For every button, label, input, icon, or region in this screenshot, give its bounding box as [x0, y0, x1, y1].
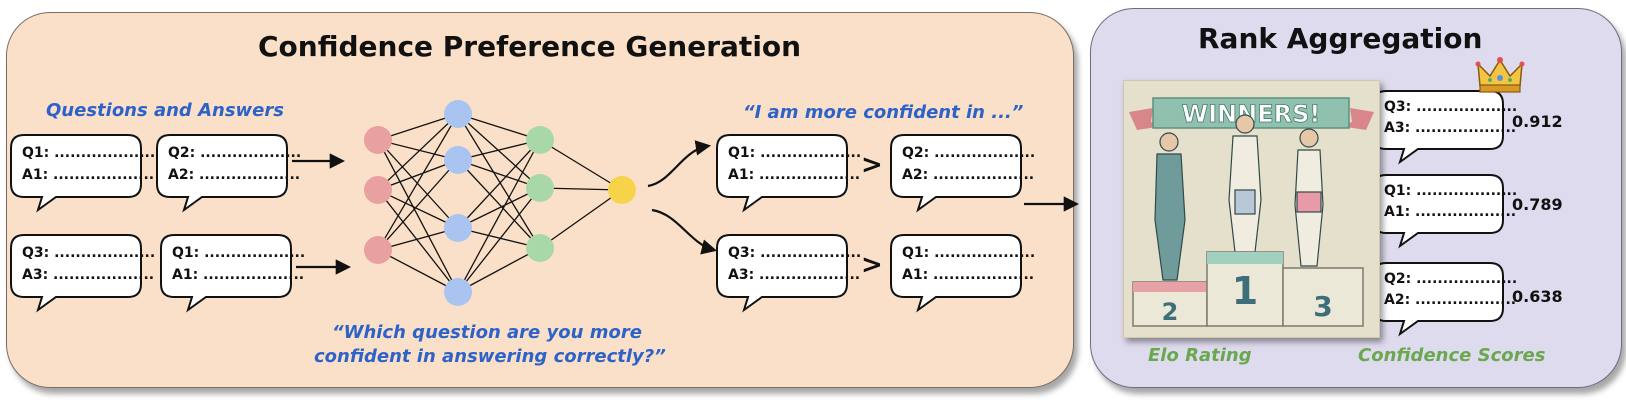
question-text: Q1: ................... — [1384, 183, 1518, 199]
answer-text: A2: ................... — [1384, 292, 1517, 308]
ranked-bubble: Q3: ................... A3: ............… — [1372, 90, 1517, 165]
question-text: Q3: ................... — [22, 245, 156, 261]
speech-bubble-icon — [890, 234, 1022, 313]
answer-text: A3: ................... — [728, 267, 861, 283]
question-text: Q1: ................... — [902, 245, 1036, 261]
answer-text: A1: ................... — [728, 167, 861, 183]
ranked-bubble: Q1: ................... A1: ............… — [1372, 174, 1517, 249]
prompt-question-line2: confident in answering correctly?” — [314, 346, 666, 367]
qa-bubble: Q1: ................... A1: ............… — [10, 134, 155, 213]
answer-text: A1: ................... — [902, 267, 1035, 283]
answer-text: A3: ................... — [22, 267, 155, 283]
question-text: Q2: ................... — [902, 145, 1036, 161]
right-panel-title: Rank Aggregation — [1198, 22, 1483, 55]
qa-bubble: Q2: ................... A2: ............… — [156, 134, 301, 213]
answer-text: A1: ................... — [1384, 204, 1517, 220]
comparison-left-bubble: Q3: ................... A3: ............… — [716, 234, 861, 313]
answer-text: A3: ................... — [1384, 120, 1517, 136]
question-text: Q1: ................... — [22, 145, 156, 161]
greater-than-symbol: > — [861, 150, 883, 180]
crown-icon — [1475, 57, 1525, 93]
prompt-question-line1: “Which question are you more — [332, 322, 642, 343]
comparison-right-bubble: Q1: ................... A1: ............… — [890, 234, 1035, 313]
place-first: 1 — [1232, 269, 1258, 313]
question-text: Q1: ................... — [728, 145, 862, 161]
answer-text: A2: ................... — [168, 167, 301, 183]
speech-bubble-icon — [716, 134, 848, 213]
confidence-score: 0.638 — [1512, 287, 1563, 306]
confidence-score: 0.789 — [1512, 195, 1563, 214]
place-third: 3 — [1313, 290, 1332, 323]
qa-label: Questions and Answers — [46, 100, 284, 121]
podium-illustration: WINNERS! 2 1 3 — [1123, 80, 1380, 338]
question-text: Q1: ................... — [172, 245, 306, 261]
qa-bubble: Q1: ................... A1: ............… — [160, 234, 305, 313]
speech-bubble-icon — [160, 234, 292, 313]
speech-bubble-icon — [716, 234, 848, 313]
greater-than-symbol: > — [861, 250, 883, 280]
confidence-score: 0.912 — [1512, 112, 1563, 131]
elo-rating-label: Elo Rating — [1148, 345, 1252, 366]
comparison-left-bubble: Q1: ................... A1: ............… — [716, 134, 861, 213]
comparison-right-bubble: Q2: ................... A2: ............… — [890, 134, 1035, 213]
question-text: Q2: ................... — [168, 145, 302, 161]
confidence-scores-label: Confidence Scores — [1358, 345, 1546, 366]
qa-bubble: Q3: ................... A3: ............… — [10, 234, 155, 313]
place-second: 2 — [1162, 298, 1179, 326]
speech-bubble-icon — [156, 134, 288, 213]
question-text: Q3: ................... — [728, 245, 862, 261]
answer-text: A1: ................... — [22, 167, 155, 183]
speech-bubble-icon — [10, 134, 142, 213]
speech-bubble-icon — [10, 234, 142, 313]
speech-bubble-icon — [890, 134, 1022, 213]
response-label: “I am more confident in ...” — [743, 102, 1024, 123]
question-text: Q2: ................... — [1384, 271, 1518, 287]
ranked-bubble: Q2: ................... A2: ............… — [1372, 262, 1517, 337]
answer-text: A1: ................... — [172, 267, 305, 283]
left-panel-title: Confidence Preference Generation — [258, 30, 802, 63]
question-text: Q3: ................... — [1384, 99, 1518, 115]
answer-text: A2: ................... — [902, 167, 1035, 183]
